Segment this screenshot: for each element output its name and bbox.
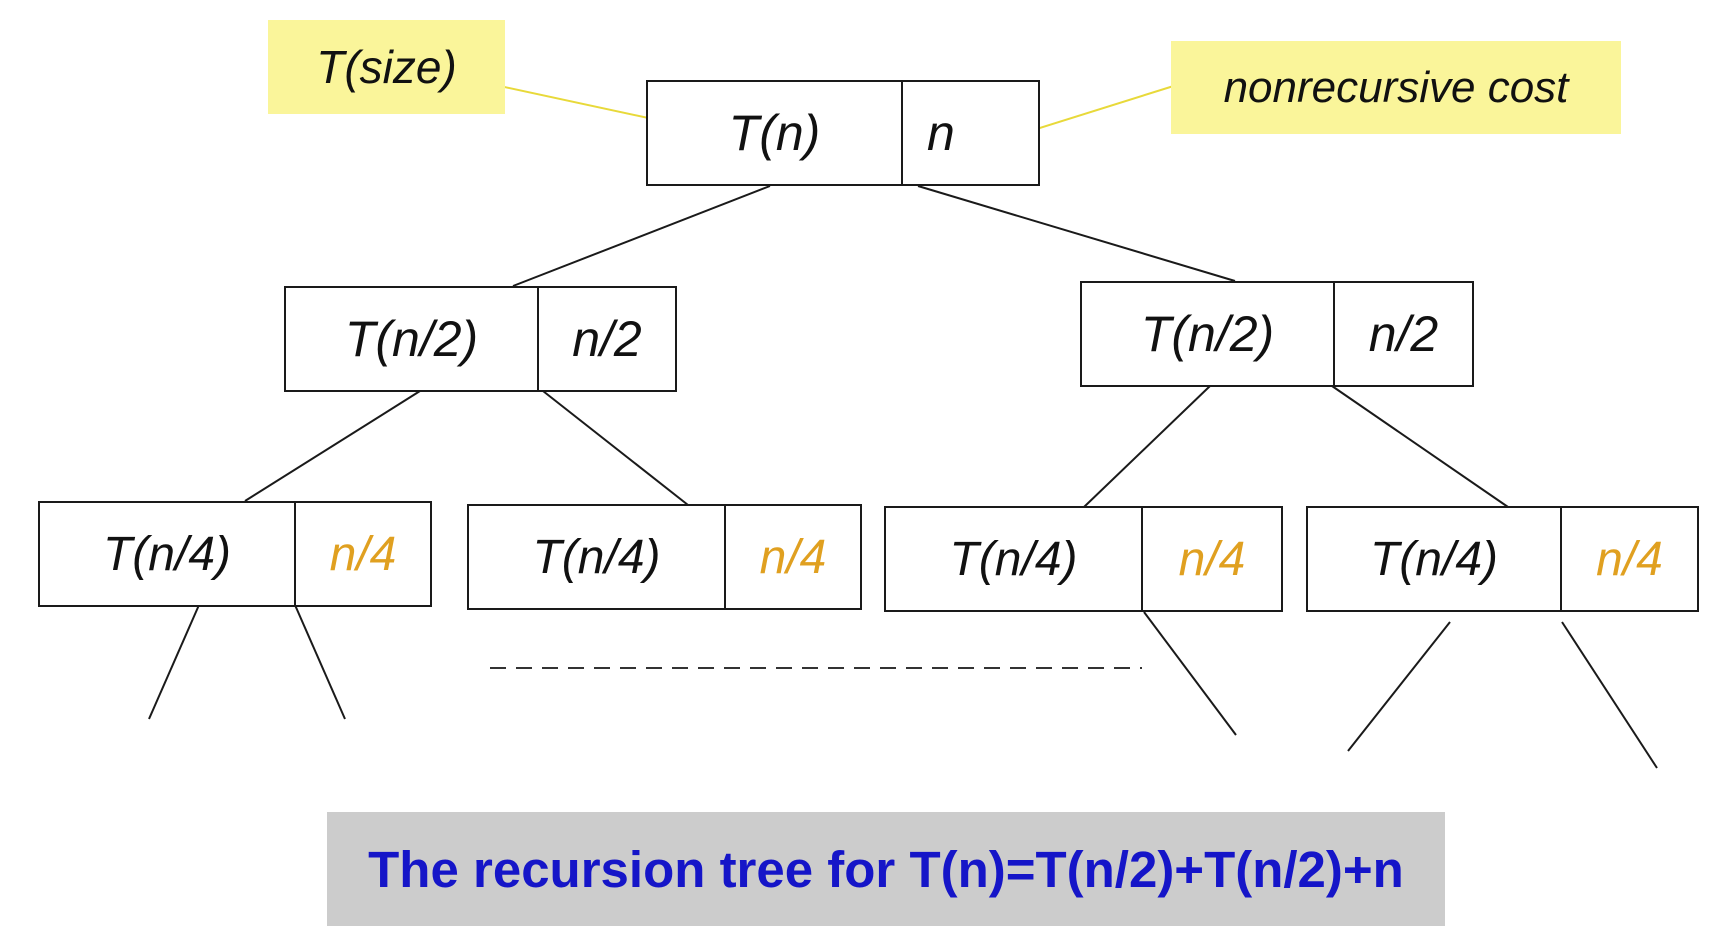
level1-left-node: T(n/2) n/2 bbox=[284, 286, 677, 392]
edge-left-leftleft bbox=[244, 390, 421, 502]
node-size-text: T(n/4) bbox=[1369, 532, 1498, 586]
node-size-cell: T(n/4) bbox=[469, 506, 726, 608]
node-size-cell: T(n/4) bbox=[886, 508, 1143, 610]
edge-continuation bbox=[294, 604, 346, 720]
edge-continuation bbox=[1347, 621, 1451, 752]
node-size-cell: T(n/2) bbox=[286, 288, 539, 390]
level1-right-node: T(n/2) n/2 bbox=[1080, 281, 1474, 387]
node-cost-text: n/4 bbox=[1596, 532, 1663, 586]
level2-node-4: T(n/4) n/4 bbox=[1306, 506, 1699, 612]
node-cost-text: n/2 bbox=[1368, 306, 1439, 362]
edge-right-rightright bbox=[1331, 385, 1509, 508]
node-size-cell: T(n/4) bbox=[1308, 508, 1562, 610]
edge-left-leftright bbox=[542, 390, 689, 506]
cost-annotation: nonrecursive cost bbox=[1171, 41, 1621, 134]
level2-node-2: T(n/4) n/4 bbox=[467, 504, 862, 610]
node-size-text: T(n) bbox=[728, 105, 821, 161]
node-size-text: T(n/4) bbox=[949, 532, 1078, 586]
level2-node-1: T(n/4) n/4 bbox=[38, 501, 432, 607]
node-size-cell: T(n) bbox=[648, 82, 903, 184]
edge-root-left bbox=[512, 185, 771, 287]
node-size-text: T(n/4) bbox=[102, 527, 231, 581]
root-node: T(n) n bbox=[646, 80, 1040, 186]
size-annotation: T(size) bbox=[268, 20, 505, 114]
caption-text: The recursion tree for T(n)=T(n/2)+T(n/2… bbox=[368, 840, 1404, 898]
edge-continuation bbox=[1561, 621, 1658, 769]
node-size-cell: T(n/2) bbox=[1082, 283, 1335, 385]
node-cost-cell: n/4 bbox=[296, 503, 430, 605]
node-cost-text: n/4 bbox=[329, 527, 397, 581]
cost-annotation-text: nonrecursive cost bbox=[1223, 62, 1569, 112]
node-cost-cell: n bbox=[903, 82, 1038, 184]
size-annotation-text: T(size) bbox=[316, 41, 457, 93]
node-cost-text: n/4 bbox=[1178, 532, 1246, 586]
edge-continuation bbox=[1143, 611, 1237, 736]
node-size-text: T(n/2) bbox=[1140, 306, 1275, 362]
edge-continuation bbox=[148, 604, 200, 720]
node-cost-cell: n/4 bbox=[726, 506, 860, 608]
node-size-text: T(n/4) bbox=[532, 530, 661, 584]
node-cost-text: n/2 bbox=[572, 311, 642, 367]
node-cost-cell: n/2 bbox=[1335, 283, 1472, 385]
node-size-text: T(n/2) bbox=[344, 311, 479, 367]
node-cost-cell: n/4 bbox=[1562, 508, 1697, 610]
node-cost-cell: n/2 bbox=[539, 288, 675, 390]
diagram-caption: The recursion tree for T(n)=T(n/2)+T(n/2… bbox=[327, 812, 1445, 926]
edge-right-rightleft bbox=[1083, 385, 1211, 508]
level2-node-3: T(n/4) n/4 bbox=[884, 506, 1283, 612]
node-cost-text: n bbox=[927, 105, 955, 161]
node-cost-text: n/4 bbox=[759, 530, 827, 584]
cost-annotation-arrow bbox=[1025, 83, 1181, 135]
node-size-cell: T(n/4) bbox=[40, 503, 296, 605]
node-cost-cell: n/4 bbox=[1143, 508, 1281, 610]
edge-root-right bbox=[917, 185, 1236, 282]
